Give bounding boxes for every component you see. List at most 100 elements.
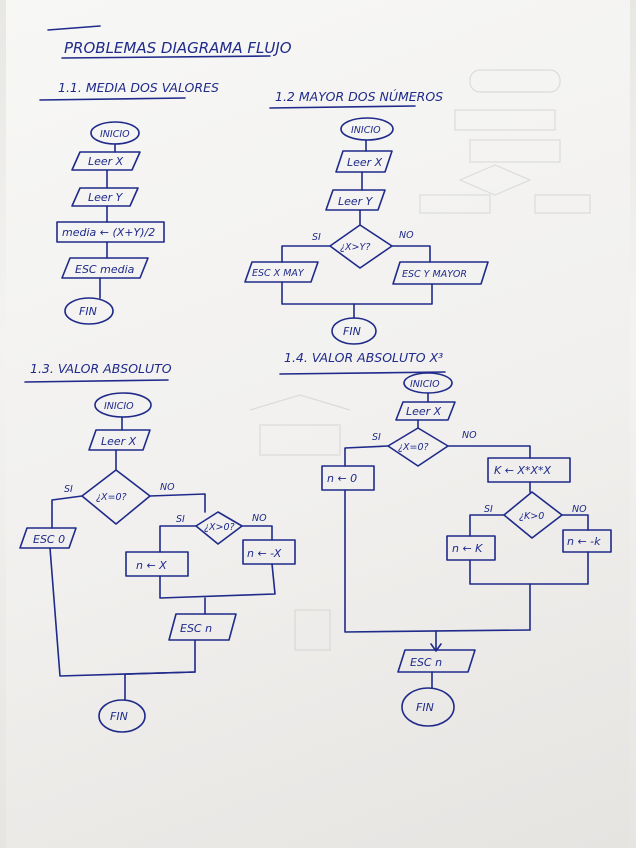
output-n: [397, 649, 476, 673]
assign-n-0: [321, 465, 375, 491]
end-label: FIN: [110, 710, 128, 723]
branch-no2-label: NO: [252, 513, 267, 524]
start-label: INICIO: [351, 125, 381, 136]
branch-si-label: SI: [64, 484, 73, 495]
connector-line: [24, 379, 169, 383]
assign-n-k-label: n ← K: [452, 542, 483, 555]
connector-line: [469, 551, 589, 585]
connector-line: [279, 371, 446, 375]
input-x: [395, 401, 456, 421]
flowchart-media-dos-valores: 1.1. MEDIA DOS VALORES INICIO Leer X Lee…: [39, 80, 219, 325]
branch-no-label: NO: [160, 482, 175, 493]
connector-line: [281, 281, 433, 305]
start-label: INICIO: [104, 401, 134, 412]
assign-n-menos-k-label: n ← -k: [567, 535, 601, 548]
decision1-label: ¿X=0?: [96, 492, 127, 503]
process-k: [487, 457, 571, 483]
decision2-label: ¿X>0?: [204, 522, 235, 533]
heading-1-4: 1.4. VALOR ABSOLUTO X³: [284, 350, 443, 365]
connector-line: [281, 245, 331, 263]
end-label: FIN: [79, 305, 97, 318]
heading-1-1: 1.1. MEDIA DOS VALORES: [58, 80, 219, 95]
connector-line: [344, 445, 389, 467]
assign-n-x-label: n ← X: [136, 559, 167, 572]
page-title: PROBLEMAS DIAGRAMA FLUJO: [64, 39, 292, 57]
decision2-label: ¿K>0: [519, 511, 544, 522]
end-terminal: [64, 297, 114, 325]
connector-line: [391, 245, 431, 263]
assign-n-x: [125, 551, 189, 577]
process-k-label: K ← X*X*X: [494, 464, 551, 477]
start-label: INICIO: [410, 379, 440, 390]
bleed-through-marks: [249, 69, 591, 651]
input-y: [325, 189, 386, 211]
process-media-label: media ← (X+Y)/2: [62, 226, 155, 239]
end-label: FIN: [343, 325, 361, 338]
connector-line: [159, 525, 197, 553]
decision1-label: ¿X=0?: [398, 442, 429, 453]
flowchart-valor-absoluto: 1.3. VALOR ABSOLUTO INICIO Leer X ¿X=0? …: [19, 361, 296, 733]
title-underline: [61, 55, 271, 59]
heading-1-2: 1.2 MAYOR DOS NÚMEROS: [275, 89, 443, 104]
input-x-label: Leer X: [88, 155, 124, 168]
input-y-label: Leer Y: [338, 195, 374, 208]
input-x: [71, 151, 141, 171]
branch-si2-label: SI: [484, 504, 493, 515]
input-y-label: Leer Y: [88, 191, 124, 204]
branch-no2-label: NO: [572, 504, 587, 515]
connector-line: [344, 489, 531, 633]
output-n-label: ESC n: [180, 622, 212, 635]
end-terminal: [331, 317, 377, 345]
connector-line: [561, 514, 589, 531]
connector-line: [469, 514, 505, 537]
output-y-label: ESC Y MAYOR: [402, 269, 467, 280]
process-media: [56, 221, 165, 243]
output-0: [19, 527, 77, 549]
assign-n-menos-x: [242, 539, 296, 565]
input-x-label: Leer X: [406, 405, 442, 418]
connector-line: [159, 563, 276, 599]
connector-line: [430, 643, 442, 652]
output-n: [168, 613, 237, 641]
start-terminal: [340, 117, 394, 141]
input-y: [71, 187, 139, 207]
input-x: [335, 150, 393, 173]
end-terminal: [401, 687, 455, 727]
output-x-label: ESC X MAY: [252, 268, 305, 279]
connector-line: [149, 493, 206, 513]
assign-n-k: [446, 535, 496, 561]
end-label: FIN: [416, 701, 434, 714]
decision-label: ¿X>Y?: [340, 242, 370, 253]
output-n-label: ESC n: [410, 656, 442, 669]
output-media-label: ESC media: [75, 263, 135, 276]
output-y-mayor: [392, 261, 489, 285]
start-terminal: [94, 392, 152, 418]
assign-n-0-label: n ← 0: [327, 472, 357, 485]
output-x-mayor: [244, 261, 319, 283]
connector-line: [39, 97, 186, 101]
flowchart-mayor-dos-numeros: 1.2 MAYOR DOS NÚMEROS INICIO Leer X Leer…: [244, 89, 489, 345]
input-x-label: Leer X: [101, 435, 137, 448]
input-x: [88, 429, 151, 451]
connector-line: [51, 495, 83, 529]
paper-sheet: [6, 0, 630, 848]
output-0-label: ESC 0: [33, 533, 65, 546]
connector-line: [49, 547, 196, 677]
start-label: INICIO: [100, 129, 130, 140]
branch-si-label: SI: [312, 232, 321, 243]
heading-1-3: 1.3. VALOR ABSOLUTO: [30, 361, 172, 376]
connector-line: [241, 525, 273, 541]
end-terminal: [98, 699, 146, 733]
connector-line: [269, 105, 416, 109]
output-media: [61, 257, 149, 279]
connector-line: [447, 445, 531, 459]
branch-no-label: NO: [399, 230, 414, 241]
branch-si-label: SI: [372, 432, 381, 443]
title-stroke: [47, 25, 101, 31]
flowchart-valor-absoluto-cubo: 1.4. VALOR ABSOLUTO X³ INICIO Leer X ¿X=…: [279, 350, 612, 727]
connector-line: [124, 639, 196, 701]
assign-n-menos-x-label: n ← -X: [247, 547, 282, 560]
assign-n-menos-k: [562, 529, 612, 553]
